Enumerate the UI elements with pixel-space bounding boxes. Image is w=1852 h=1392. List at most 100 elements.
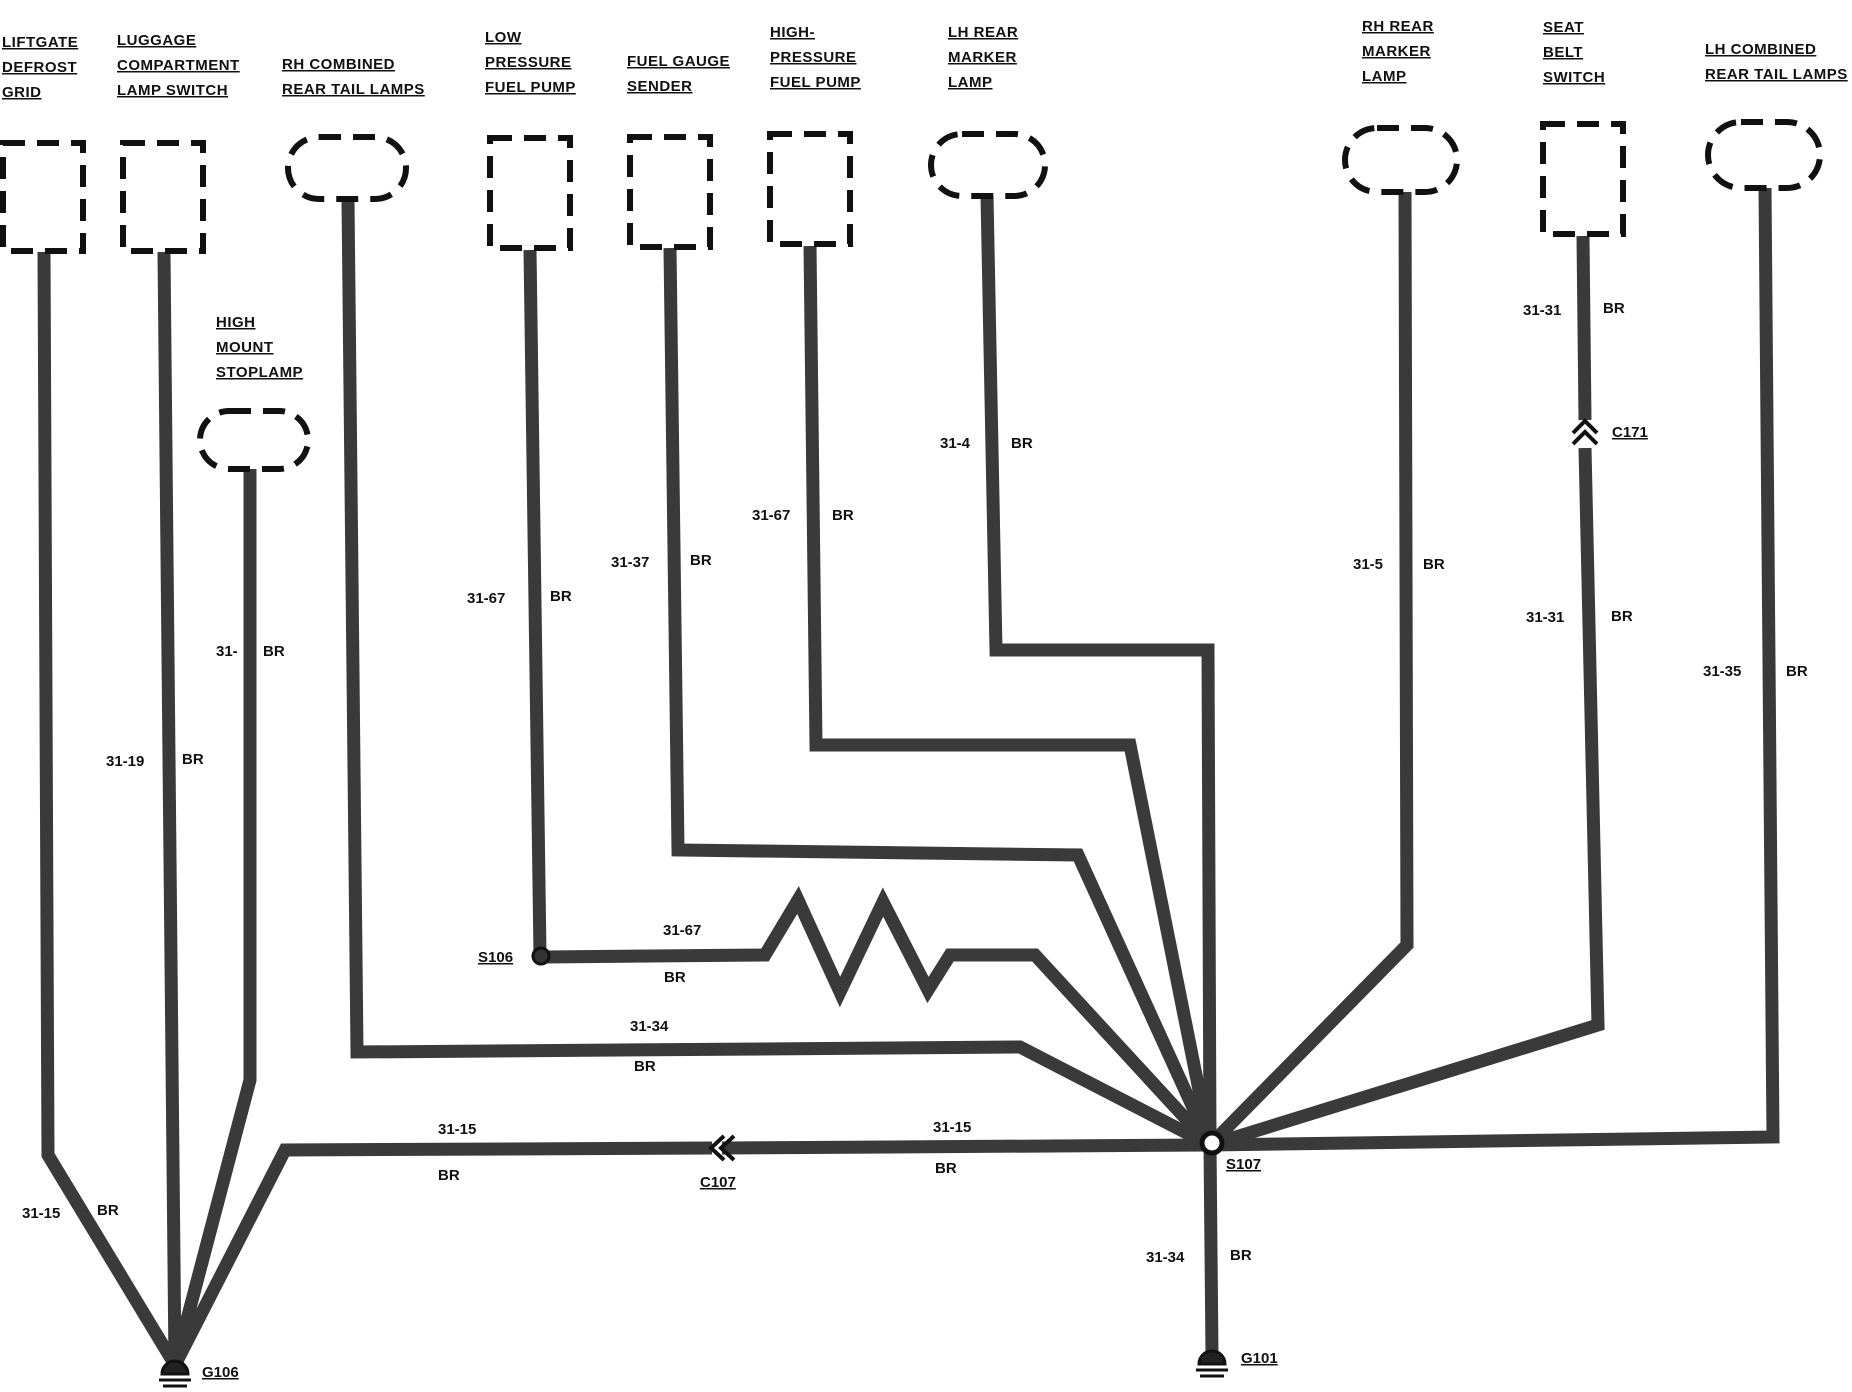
c107-label: C107: [700, 1174, 736, 1191]
label-rh-tail-2: REAR TAIL LAMPS: [282, 81, 425, 98]
label-seat-belt-3: SWITCH: [1543, 69, 1605, 86]
circuit-lh-marker: 31-4: [940, 435, 971, 452]
g106-ground-icon: [160, 1359, 190, 1376]
wire-labels: 31-15 BR 31-19 BR 31- BR 31-67 BR 31-37 …: [22, 300, 1808, 1266]
label-luggage-2: COMPARTMENT: [117, 57, 240, 74]
wire-rh-rear-marker: [1205, 191, 1414, 1150]
wire-lh-combined-tail: [1209, 187, 1780, 1152]
color-rh-tail-run: BR: [634, 1058, 656, 1075]
g101-label: G101: [1241, 1350, 1278, 1367]
lh-combined-tail-lamps-shape: [1705, 119, 1823, 191]
label-lh-marker-1: LH REAR: [948, 24, 1018, 41]
g106-label: G106: [202, 1364, 239, 1381]
color-seat-belt-lower: BR: [1611, 608, 1633, 625]
seat-belt-switch-box: [1540, 121, 1626, 237]
circuit-g106-run-left: 31-15: [438, 1121, 476, 1138]
circuit-rh-tail-run: 31-34: [630, 1018, 669, 1035]
circuit-high-pump: 31-67: [752, 507, 790, 524]
circuit-s106-run: 31-67: [663, 922, 701, 939]
circuit-low-pump: 31-67: [467, 590, 505, 607]
circuit-seat-belt-upper: 31-31: [1523, 302, 1561, 319]
label-luggage-1: LUGGAGE: [117, 32, 196, 49]
component-labels: LIFTGATE DEFROST GRID LUGGAGE COMPARTMEN…: [2, 18, 1848, 381]
color-lh-tail: BR: [1786, 663, 1808, 680]
high-mount-stoplamp-shape: [197, 408, 311, 472]
wire-low-pressure-pump: [523, 249, 547, 956]
label-rh-marker-2: MARKER: [1362, 43, 1431, 60]
luggage-lamp-switch-box: [120, 140, 206, 254]
label-high-pump-1: HIGH-: [770, 24, 815, 41]
s106-label: S106: [478, 949, 513, 966]
liftgate-defrost-grid-box: [0, 140, 86, 254]
ground-g106: G106: [159, 1359, 239, 1388]
wire-rh-combined-tail: [341, 199, 1213, 1151]
components: [0, 119, 1823, 472]
splice-s106: S106: [478, 946, 551, 966]
circuit-rh-marker: 31-5: [1353, 556, 1383, 573]
color-seat-belt-upper: BR: [1603, 300, 1625, 317]
color-luggage: BR: [182, 751, 204, 768]
circuit-luggage: 31-19: [106, 753, 144, 770]
label-rh-marker-1: RH REAR: [1362, 18, 1434, 35]
label-rh-marker-3: LAMP: [1362, 68, 1407, 85]
s106-splice-dot: [531, 946, 551, 966]
low-pressure-fuel-pump-box: [487, 135, 573, 251]
c171-connector-icon: [1571, 418, 1599, 446]
color-lh-marker: BR: [1011, 435, 1033, 452]
g101-ground-icon: [1197, 1349, 1227, 1366]
circuit-lh-tail: 31-35: [1703, 663, 1741, 680]
lh-rear-marker-lamp-shape: [928, 131, 1048, 199]
color-high-pump: BR: [832, 507, 854, 524]
wire-high-pressure-pump: [803, 245, 1217, 1147]
ground-g101: G101: [1196, 1349, 1278, 1378]
wire-s107-to-g101: [1203, 1144, 1219, 1356]
wire-lh-rear-marker: [980, 195, 1217, 1146]
color-g106-run-right: BR: [935, 1160, 957, 1177]
label-fuel-sender-1: FUEL GAUGE: [627, 53, 730, 70]
label-lh-marker-2: MARKER: [948, 49, 1017, 66]
label-high-pump-2: PRESSURE: [770, 49, 857, 66]
label-liftgate-3: GRID: [2, 84, 42, 101]
label-stoplamp-3: STOPLAMP: [216, 364, 303, 381]
fuel-gauge-sender-box: [627, 134, 713, 250]
label-liftgate-2: DEFROST: [2, 59, 77, 76]
high-pressure-fuel-pump-box: [767, 131, 853, 247]
label-stoplamp-2: MOUNT: [216, 339, 274, 356]
circuit-seat-belt-lower: 31-31: [1526, 609, 1564, 626]
s107-splice-dot: [1199, 1130, 1225, 1156]
connector-c171: C171: [1571, 418, 1648, 446]
label-liftgate-1: LIFTGATE: [2, 34, 78, 51]
circuit-liftgate: 31-15: [22, 1205, 60, 1222]
label-low-pump-2: PRESSURE: [485, 54, 572, 71]
label-lh-marker-3: LAMP: [948, 74, 993, 91]
connector-c107: C107: [700, 1134, 736, 1191]
label-fuel-sender-2: SENDER: [627, 78, 693, 95]
rh-combined-tail-lamps-shape: [285, 134, 409, 202]
color-s106-run: BR: [664, 969, 686, 986]
color-ground-g101: BR: [1230, 1247, 1252, 1264]
s107-label: S107: [1226, 1156, 1261, 1173]
label-stoplamp-1: HIGH: [216, 314, 256, 331]
color-low-pump: BR: [550, 588, 572, 605]
label-seat-belt-2: BELT: [1543, 44, 1583, 61]
wire-high-mount-stoplamp: [168, 468, 257, 1367]
wire-seat-belt-switch: [1208, 235, 1605, 1152]
circuit-g106-run-right: 31-15: [933, 1119, 971, 1136]
label-luggage-3: LAMP SWITCH: [117, 82, 228, 99]
label-lh-tail-1: LH COMBINED: [1705, 41, 1816, 58]
label-rh-tail-1: RH COMBINED: [282, 56, 395, 73]
label-low-pump-1: LOW: [485, 29, 522, 46]
circuit-ground-g101: 31-34: [1146, 1249, 1185, 1266]
wire-luggage-lamp-switch: [157, 251, 182, 1366]
label-high-pump-3: FUEL PUMP: [770, 74, 861, 91]
color-liftgate: BR: [97, 1202, 119, 1219]
circuit-stoplamp: 31-: [216, 643, 238, 660]
circuit-fuel-sender: 31-37: [611, 554, 649, 571]
rh-rear-marker-lamp-shape: [1342, 125, 1460, 195]
label-lh-tail-2: REAR TAIL LAMPS: [1705, 66, 1848, 83]
label-low-pump-3: FUEL PUMP: [485, 79, 576, 96]
color-fuel-sender: BR: [690, 552, 712, 569]
wire-s106-to-s107: [544, 886, 1215, 1150]
wires: [37, 187, 1780, 1369]
splice-s107: S107: [1199, 1130, 1261, 1173]
